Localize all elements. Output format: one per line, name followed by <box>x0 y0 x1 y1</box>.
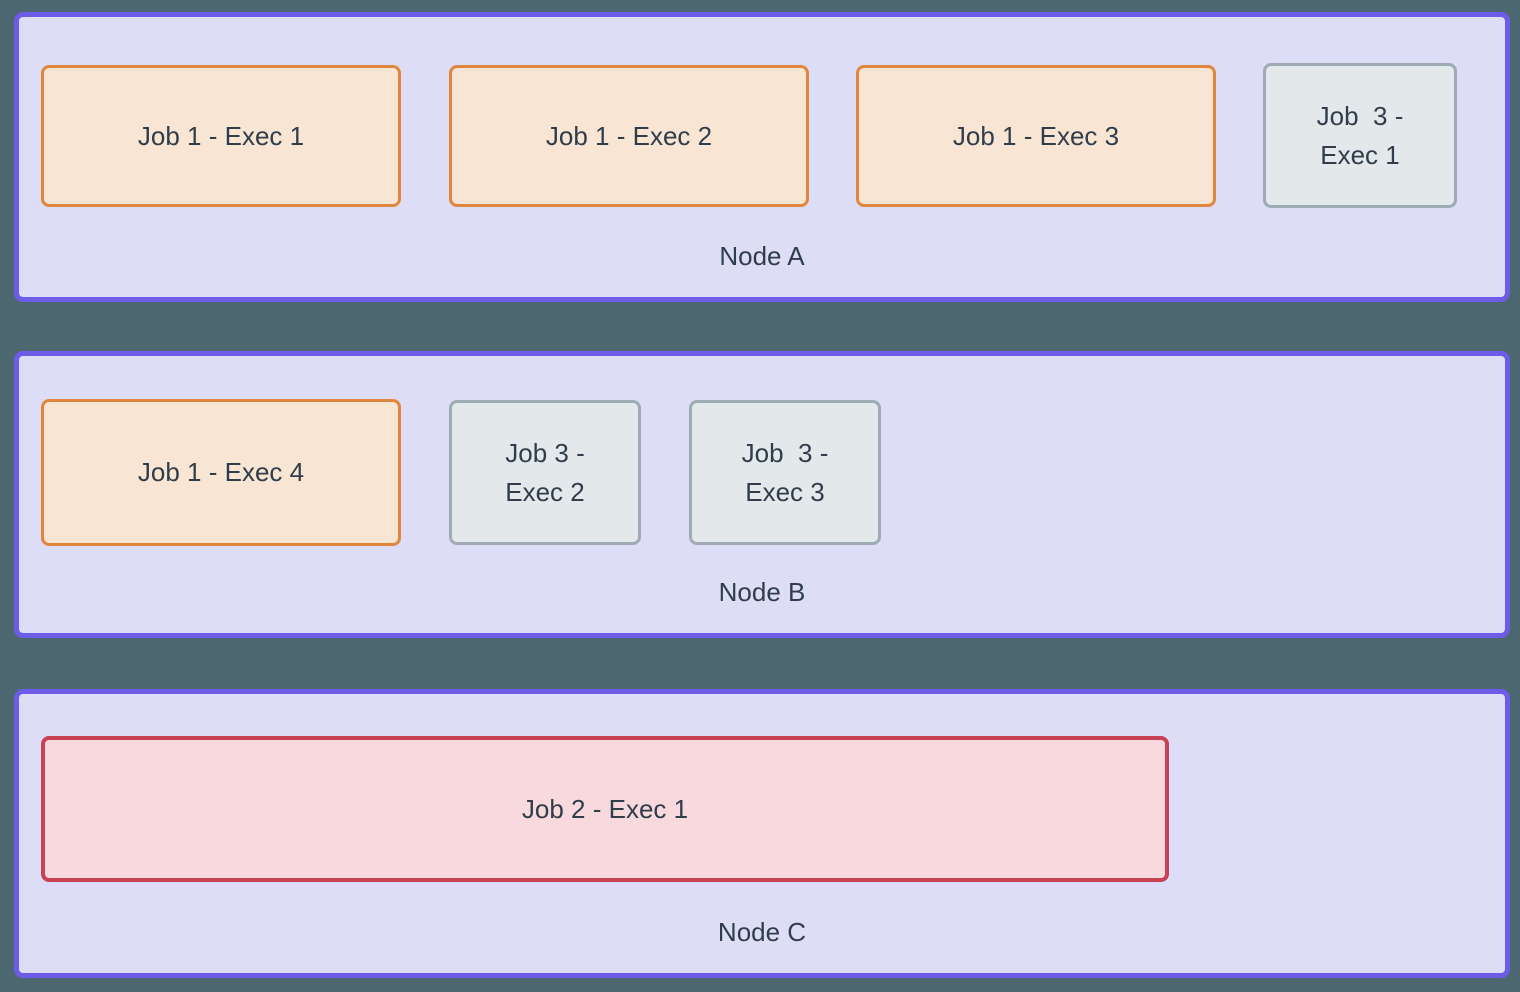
node-a-label: Node A <box>719 241 805 271</box>
executor-box-job1-exec3: Job 1 - Exec 3 <box>856 65 1216 207</box>
executor-label: Job 1 - Exec 3 <box>952 120 1120 151</box>
executor-label: Job 2 - Exec 1 <box>521 793 689 824</box>
executor-label: Job 1 - Exec 4 <box>137 457 305 487</box>
executor-label: Job 3 - Exec 1 <box>1316 100 1404 170</box>
node-b-label: Node B <box>718 577 806 607</box>
executor-label: Job 3 - Exec 3 <box>741 437 829 507</box>
executor-box-job2-exec1: Job 2 - Exec 1 <box>41 736 1169 882</box>
node-c-label: Node C <box>717 917 807 947</box>
executor-label: Job 1 - Exec 2 <box>545 120 713 151</box>
node-b: Job 1 - Exec 4 Job 3 - Exec 2 Job 3 - Ex… <box>14 351 1510 638</box>
node-c: Job 2 - Exec 1 Node C <box>14 689 1510 978</box>
executor-label: Job 1 - Exec 1 <box>137 120 305 151</box>
executor-box-job1-exec4: Job 1 - Exec 4 <box>41 399 401 546</box>
executor-box-job1-exec2: Job 1 - Exec 2 <box>449 65 809 207</box>
executor-box-job3-exec3: Job 3 - Exec 3 <box>689 400 881 545</box>
node-a: Job 1 - Exec 1 Job 1 - Exec 2 Job 1 - Ex… <box>14 12 1510 302</box>
executor-box-job3-exec1: Job 3 - Exec 1 <box>1263 63 1457 208</box>
executor-label: Job 3 - Exec 2 <box>505 437 585 507</box>
executor-box-job1-exec1: Job 1 - Exec 1 <box>41 65 401 207</box>
executor-box-job3-exec2: Job 3 - Exec 2 <box>449 400 641 545</box>
